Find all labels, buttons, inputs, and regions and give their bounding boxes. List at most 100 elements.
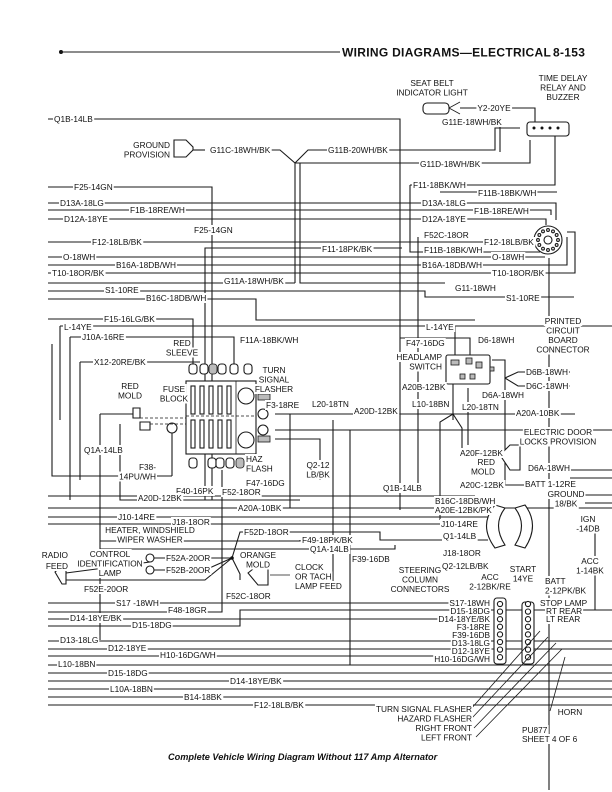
wire-label-f40-bg (175, 486, 215, 496)
wire-label-l10-bg (411, 399, 451, 409)
wire-label-l10-left: L10-18BN (58, 659, 95, 669)
acc-right-label-line-2: 1-14BK (576, 566, 604, 576)
wire-label-f12-low-bg (253, 700, 306, 710)
wire-label-q1a-mid-bg (309, 544, 351, 554)
batt-low-label-bg (544, 576, 567, 586)
wire-label-s17-left: S17 -18WH (116, 598, 159, 608)
wire-label-f52b: F52B-20OR (166, 565, 210, 575)
wire-label-f39-mid-bg (351, 554, 392, 564)
door-locks-connector (499, 444, 521, 471)
wire-label-q1b-top: Q1B-14LB (54, 114, 93, 124)
steering-pin (496, 600, 504, 608)
wire-label-b16c-right: B16C-18DB/WH (435, 496, 495, 506)
time-delay-relay-label-bg (545, 92, 581, 102)
ign-label-line-1: IGN (581, 514, 596, 524)
wire-label-d12-left: D12-18YE (108, 643, 147, 653)
headlamp-switch-label-bg (395, 352, 444, 362)
wire-label-d14-left: D14-18YE/BK (70, 613, 122, 623)
wire-label-f52c-top: F52C-18OR (424, 230, 469, 240)
wire-label-s1-left: S1-10RE (105, 285, 139, 295)
wire-label-f11b-right-bg (423, 245, 484, 255)
wire-label-a20d-left-bg (137, 493, 184, 503)
wire-label-d15-low-bg (107, 668, 149, 678)
wire-label-q1b-top-bg (53, 114, 95, 124)
wire-label-d6a-top: D6A-18WH (482, 390, 524, 400)
wire-label-j18-left-bg (171, 517, 211, 527)
wire-label-b16a-left-bg (115, 260, 177, 270)
flasher-label-line-1: TURN SIGNAL FLASHER (376, 704, 472, 714)
pcb-pin (554, 243, 559, 247)
wire-label-j10-left: J10-14RE (118, 512, 155, 522)
fuse-icon (199, 419, 205, 449)
wire-label-d15-low: D15-18DG (108, 668, 148, 678)
wire-ignition-right (565, 469, 612, 504)
steering-pin-label-4: F3-18RE (457, 622, 491, 632)
headlamp-switch-label-line-2: SWITCH (409, 362, 442, 372)
wire-label-f38-line-1: F38- (139, 462, 156, 472)
rt-rear-label: RT REAR (546, 606, 582, 616)
wire-label-f11-pk-bg (321, 244, 374, 254)
wire-label-b16a-right-bg (421, 260, 483, 270)
page-number: 8-153 (553, 46, 585, 60)
wire-label-f12-right: F12-18LB/BK (484, 237, 534, 247)
red-mold-left-label-line-2: MOLD (118, 391, 142, 401)
time-delay-relay-label-line-2: RELAY AND (540, 83, 586, 93)
wire-label-f15: F15-16LG/BK (104, 314, 155, 324)
wire-d12a (48, 218, 547, 225)
wire-label-a20d-mid: A20D-12BK (354, 406, 398, 416)
steering-pin (496, 631, 504, 638)
wire-label-q1b-mid: Q1B-14LB (383, 483, 422, 493)
wire-label-g11d: G11D-18WH/BK (420, 159, 481, 169)
wire-l10-down (439, 413, 454, 520)
stop-lamp-label: STOP LAMP (540, 598, 588, 608)
flasher-label-bg (419, 732, 473, 743)
red-mold-left-label-bg (117, 390, 143, 401)
steering-pin-label-3-bg (437, 614, 492, 624)
wire-label-o18-left: O-18WH (63, 252, 95, 262)
fuse-block-plug (229, 363, 239, 375)
wire-label-g11a: G11A-18WH/BK (224, 276, 284, 286)
wire-label-o18-left-bg (62, 252, 97, 262)
fuse-block-label-bg (161, 384, 187, 394)
flasher-label-bg (396, 713, 474, 724)
wire-label-a20b-bg (401, 382, 447, 392)
flasher-label-line-4: LEFT FRONT (421, 733, 472, 743)
wire-label-d6a-bottom-bg (527, 463, 571, 473)
fuse-block-label-line-2: BLOCK (160, 394, 189, 404)
steering-connectors-label-bg (401, 574, 439, 585)
wire-label-h10-left: H10-16DG/WH (160, 650, 216, 660)
batt-main-label: BATT 1-12RE (525, 479, 576, 489)
wire-label-d15-left: D15-18DG (132, 620, 172, 630)
control-lamp-label-bg (88, 549, 132, 559)
pcb-pin (551, 229, 555, 234)
wire-label-l10: L10-18BN (412, 399, 449, 409)
wire-label-j18-right-bg (442, 548, 482, 558)
wire-label-b16a-right: B16A-18DB/WH (422, 260, 482, 270)
pcb-pin (551, 246, 555, 251)
red-sleeve-label-bg (164, 347, 200, 358)
wire-label-q2-mid-line-2: LB/BK (306, 470, 330, 480)
wire-label-f11a: F11A-18BK/WH (240, 335, 298, 345)
steering-connectors-label-line-2: COLUMN (402, 575, 438, 585)
wire-label-t10-left-bg (51, 268, 106, 278)
steering-pin-label-6-bg (450, 638, 491, 648)
heater-washer-label-line-2: WIPER WASHER (117, 535, 183, 545)
wire-label-l10a: L10A-18BN (110, 684, 153, 694)
ignition-switch-connectors (485, 504, 534, 549)
clock-feed-label-line-1: CLOCK (295, 562, 324, 572)
seat-belt-label-line-1: SEAT BELT (410, 78, 453, 88)
wire-d13a (48, 202, 557, 220)
wire-label-g11b-bg (327, 145, 390, 155)
acc-left-label-bg (468, 581, 513, 592)
control-lamp-label-line-3: LAMP (99, 568, 122, 578)
printed-circuit-label-line-3: BOARD (548, 335, 578, 345)
fuse-block-plug (225, 457, 235, 469)
wire-label-f52c-bottom: F52C-18OR (226, 591, 271, 601)
time-delay-relay-label-bg (537, 73, 589, 83)
wire-label-s1-right-bg (505, 293, 542, 303)
wire-label-d13-left: D13-18LG (60, 635, 98, 645)
steering-pin (524, 623, 532, 630)
haz-flash-label-bg (245, 454, 264, 464)
fuse-icon (190, 385, 196, 415)
wire-label-f52e: F52E-20OR (84, 584, 128, 594)
